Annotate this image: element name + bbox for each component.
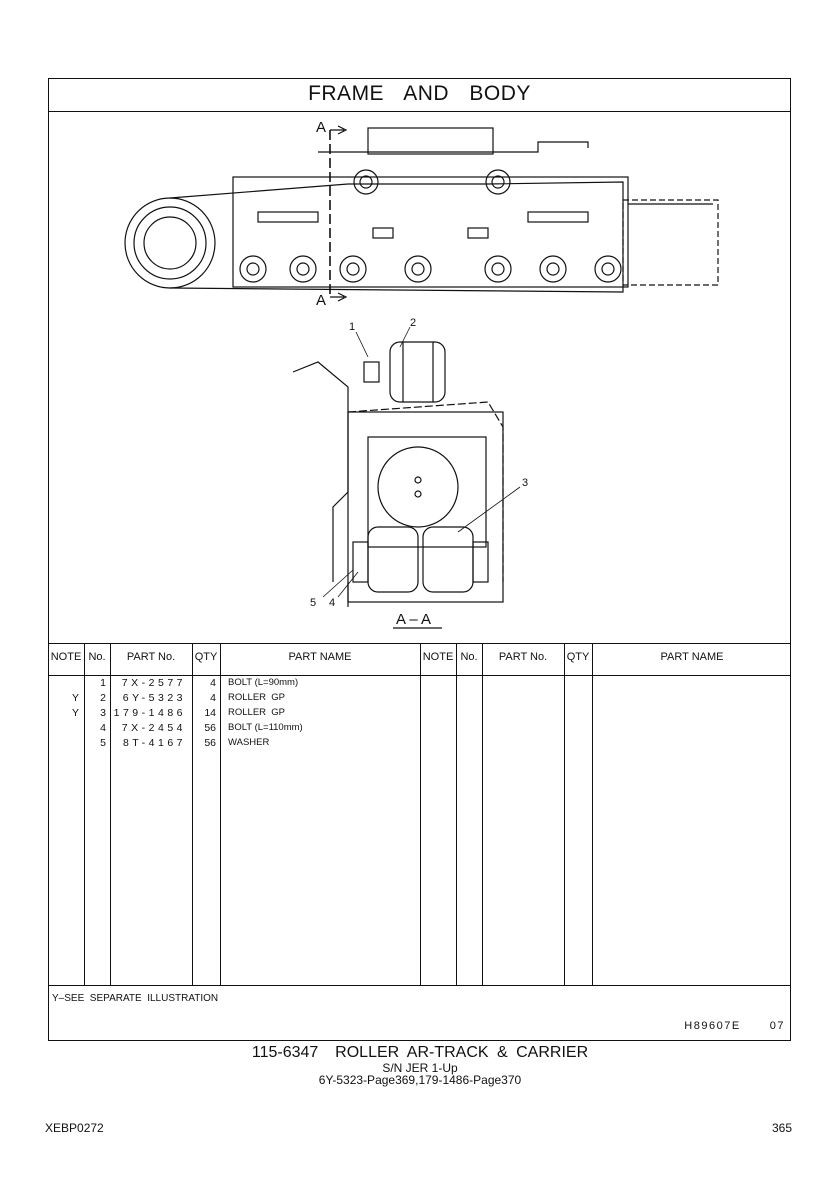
- callout-2: 2: [410, 317, 416, 329]
- row-part-no: 179-1486: [113, 707, 186, 719]
- header-part-name: PART NAME: [288, 651, 352, 663]
- col-divider: [420, 643, 421, 985]
- section-marker-bottom: A: [316, 292, 326, 309]
- table-header-line: [48, 675, 791, 676]
- row-qty: 4: [210, 677, 216, 689]
- document-id: XEBP0272: [45, 1121, 104, 1135]
- row-qty: 14: [204, 707, 216, 719]
- row-no: 1: [100, 677, 106, 689]
- col-divider: [220, 643, 221, 985]
- divider: [48, 111, 791, 112]
- row-qty: 56: [204, 737, 216, 749]
- row-part-name: ROLLER GP: [228, 692, 286, 703]
- row-qty: 56: [204, 722, 216, 734]
- row-no: 3: [100, 707, 106, 719]
- col-divider: [564, 643, 565, 985]
- col-divider: [592, 643, 593, 985]
- header-part-no: PART No.: [126, 651, 176, 663]
- table-top-line: [48, 643, 791, 644]
- row-qty: 4: [210, 692, 216, 704]
- page-title: FRAME AND BODY: [308, 82, 531, 105]
- footnote: Y–SEE SEPARATE ILLUSTRATION: [52, 993, 219, 1004]
- callout-5: 5: [310, 597, 316, 609]
- header-part-no-right: PART No.: [498, 651, 548, 663]
- section-label: A – A: [396, 611, 431, 628]
- row-note: Y: [71, 692, 79, 704]
- parts-illustration: A A 1 2 3 4: [124, 119, 719, 629]
- header-note-right: NOTE: [422, 651, 454, 663]
- col-divider: [84, 643, 85, 985]
- caption-title: 115-6347 ROLLER AR-TRACK & CARRIER: [251, 1044, 589, 1061]
- callout-1: 1: [349, 321, 355, 333]
- row-part-name: WASHER: [228, 737, 270, 748]
- row-no: 4: [100, 722, 106, 734]
- page-number: 365: [771, 1121, 792, 1135]
- page-frame: [48, 78, 791, 1041]
- row-part-no: 7X-2454: [121, 722, 186, 734]
- col-divider: [192, 643, 193, 985]
- header-note: NOTE: [50, 651, 82, 663]
- illustration-code: H89607E 07: [684, 1020, 785, 1032]
- row-part-no: 7X-2577: [121, 677, 186, 689]
- header-no: No.: [88, 651, 106, 663]
- track-rollers: [239, 255, 622, 283]
- callout-4: 4: [329, 597, 335, 609]
- col-divider: [110, 643, 111, 985]
- section-marker-top: A: [316, 119, 326, 136]
- callout-3: 3: [522, 477, 528, 489]
- row-part-name: BOLT (L=90mm): [228, 677, 299, 688]
- row-part-no: 6Y-5323: [122, 692, 186, 704]
- row-no: 5: [100, 737, 106, 749]
- section-view-a-a: [292, 341, 504, 607]
- col-divider: [482, 643, 483, 985]
- col-divider: [456, 643, 457, 985]
- row-note: Y: [71, 707, 79, 719]
- table-bottom-line: [48, 985, 791, 986]
- header-no-right: No.: [460, 651, 478, 663]
- header-qty-right: QTY: [566, 651, 590, 663]
- header-qty: QTY: [194, 651, 218, 663]
- header-part-name-right: PART NAME: [660, 651, 724, 663]
- caption-serial: S/N JER 1-Up: [382, 1061, 458, 1075]
- row-part-no: 8T-4167: [122, 737, 186, 749]
- row-part-name: ROLLER GP: [228, 707, 286, 718]
- caption-references: 6Y-5323-Page369,179-1486-Page370: [318, 1073, 522, 1087]
- row-part-name: BOLT (L=110mm): [228, 722, 303, 733]
- track-frame-side-view: [124, 125, 719, 302]
- row-no: 2: [100, 692, 106, 704]
